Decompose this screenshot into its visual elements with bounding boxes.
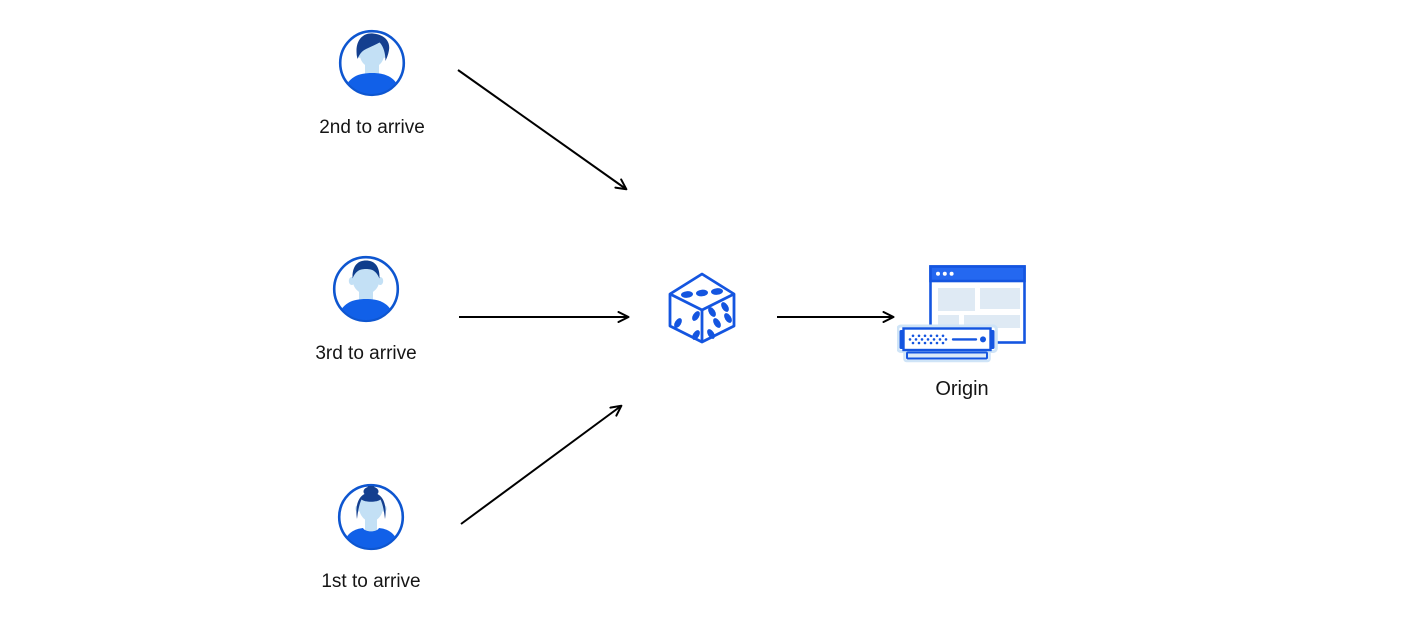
- node-origin: Origin: [897, 263, 1027, 400]
- node-user-first: 1st to arrive: [286, 483, 456, 593]
- arrow-second-to-dice: [457, 69, 628, 191]
- origin-server-browser-icon: [897, 265, 1026, 363]
- node-dice: [666, 266, 739, 344]
- user-avatar-swept-hair-icon: [338, 29, 406, 97]
- server-icon: [897, 324, 998, 363]
- node-user-second: 2nd to arrive: [287, 29, 457, 139]
- arrow-first-to-dice: [460, 404, 623, 525]
- node-label-origin: Origin: [935, 378, 989, 400]
- browser-window-icon: [929, 265, 1026, 344]
- user-avatar-hair-bun-icon: [337, 483, 405, 551]
- node-user-third: 3rd to arrive: [281, 255, 451, 365]
- dice-icon: [668, 272, 736, 344]
- node-label-user-second: 2nd to arrive: [319, 117, 425, 138]
- node-label-user-third: 3rd to arrive: [315, 343, 417, 364]
- node-label-user-first: 1st to arrive: [321, 571, 421, 592]
- user-avatar-short-hair-icon: [332, 255, 400, 323]
